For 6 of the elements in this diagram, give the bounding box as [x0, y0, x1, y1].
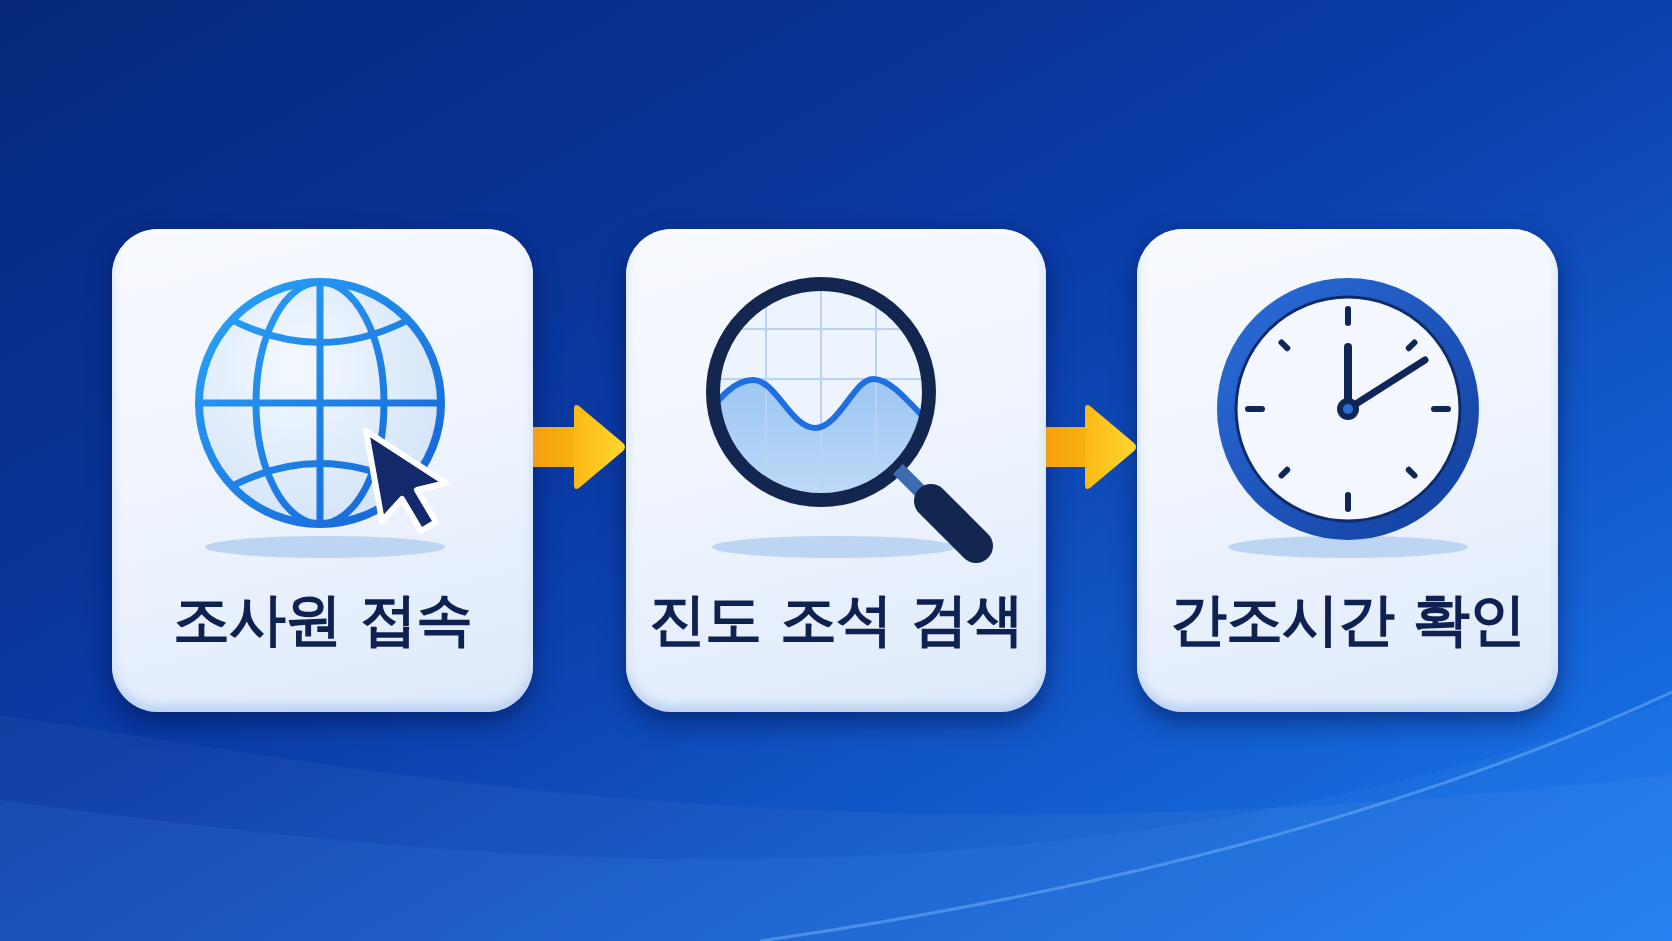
step-label: 조사원 접속: [173, 587, 472, 653]
step-label: 진도 조석 검색: [649, 587, 1023, 653]
step-card: [112, 229, 533, 712]
step-card: [1137, 229, 1558, 712]
step-card: [626, 229, 1046, 712]
step-label: 간조시간 확인: [1170, 587, 1525, 653]
